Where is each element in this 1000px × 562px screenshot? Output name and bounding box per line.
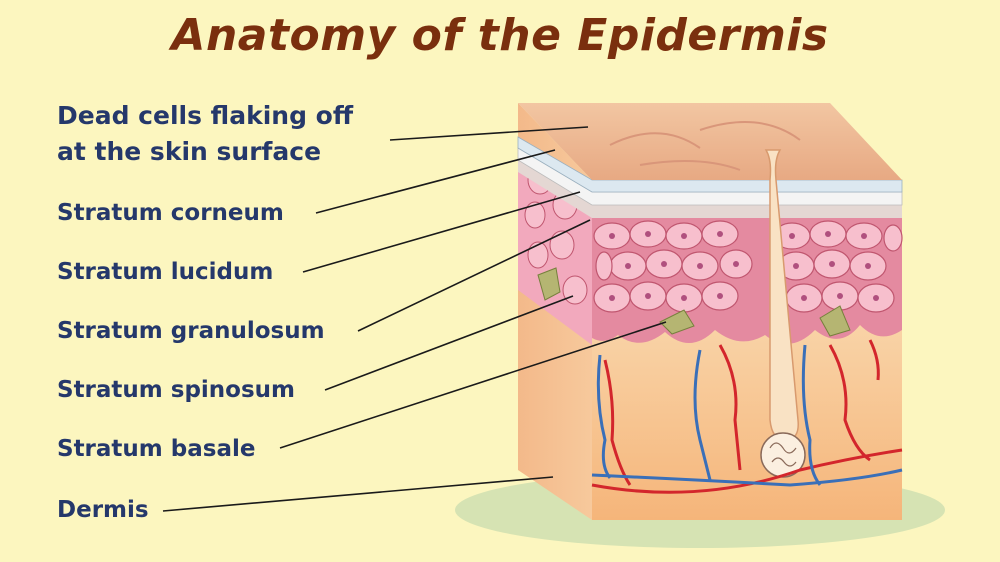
melanocyte <box>537 267 561 301</box>
leader-dermis <box>162 476 554 512</box>
label-stratum-spinosum: Stratum spinosum <box>57 377 296 403</box>
skin-surface-top <box>518 103 902 180</box>
melanocyte <box>659 309 695 335</box>
leader-dead-cells <box>389 126 589 141</box>
label-dermis: Dermis <box>57 497 149 523</box>
melanocyte <box>819 305 851 337</box>
diagram-title: Anatomy of the Epidermis <box>171 10 829 61</box>
cell-nuclei <box>609 231 879 301</box>
label-stratum-lucidum: Stratum lucidum <box>57 259 274 285</box>
sweat-gland-coil <box>769 442 797 467</box>
label-dead-cells: Dead cells flaking off at the skin surfa… <box>57 98 353 170</box>
label-stratum-corneum: Stratum corneum <box>57 200 284 226</box>
stratum-granulosum-band <box>518 160 902 218</box>
veins <box>591 344 903 487</box>
label-stratum-granulosum: Stratum granulosum <box>57 318 325 344</box>
surface-texture <box>609 121 801 171</box>
dermis-layer <box>592 320 902 520</box>
leader-spinosum <box>324 295 574 391</box>
leader-corneum <box>315 149 556 214</box>
leader-granulosum <box>357 219 591 332</box>
leader-basale <box>279 321 667 449</box>
label-stratum-basale: Stratum basale <box>57 436 256 462</box>
label-dead-cells-line2: at the skin surface <box>57 137 322 166</box>
label-dead-cells-line1: Dead cells flaking off <box>57 101 354 130</box>
leader-lines <box>162 126 667 512</box>
leader-lucidum <box>302 191 581 273</box>
arteries <box>591 339 903 494</box>
epidermis-cell-band <box>592 218 902 344</box>
